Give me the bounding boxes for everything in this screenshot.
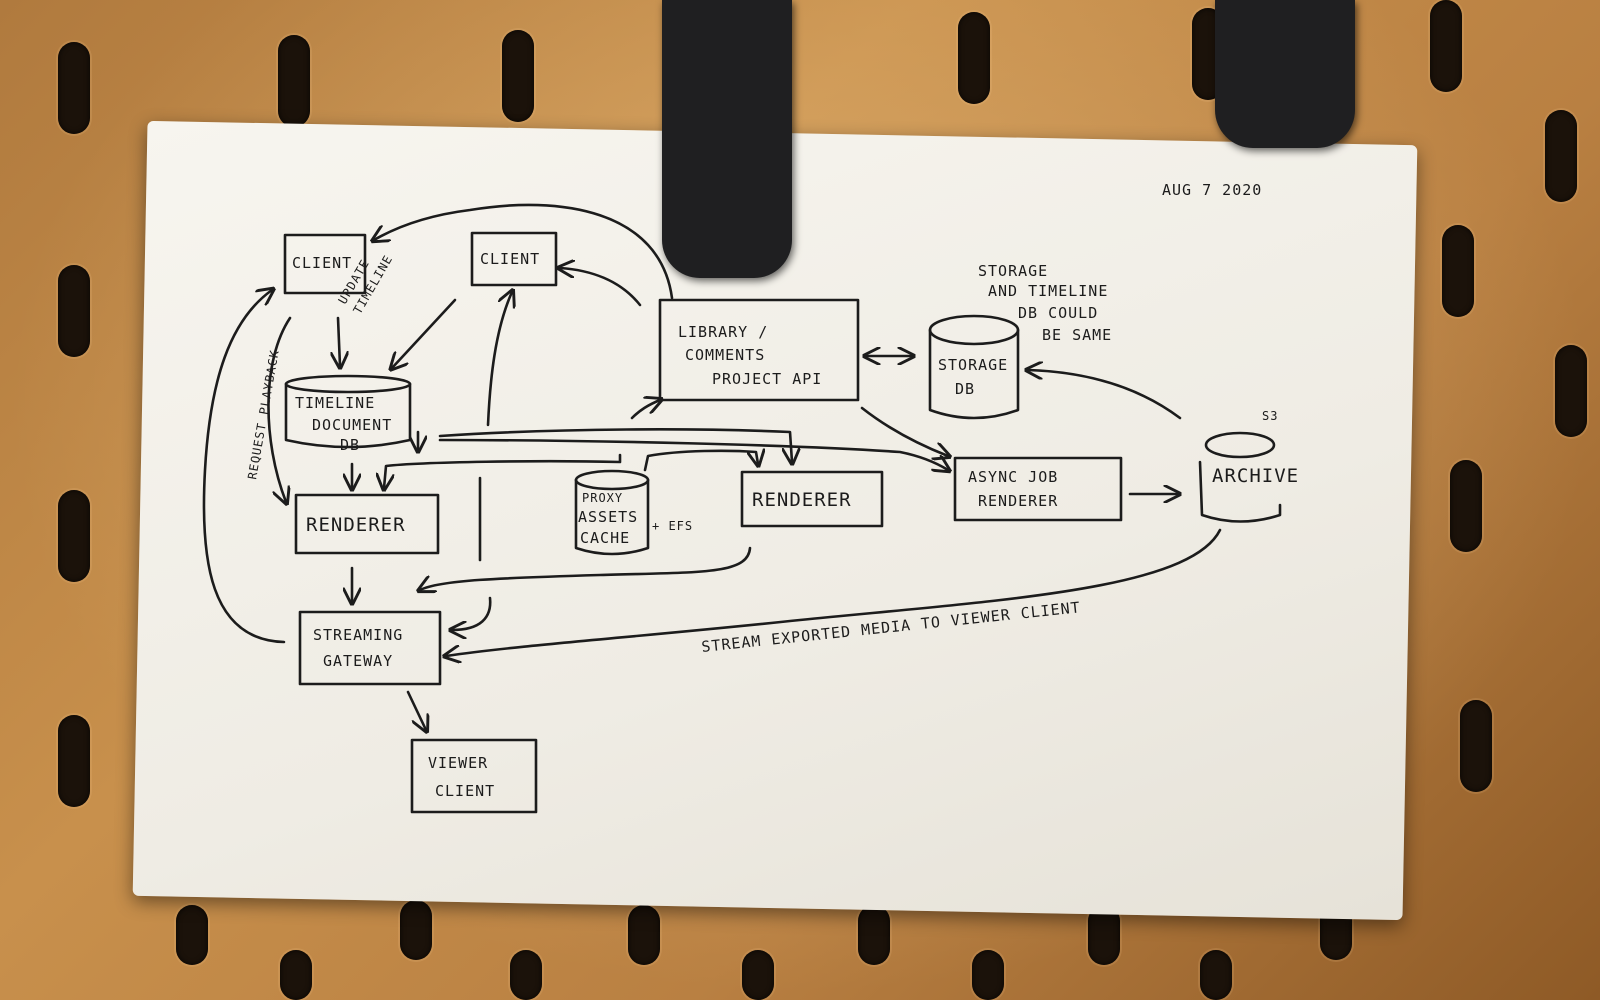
- viewer-client-label: CLIENT: [435, 782, 495, 800]
- edge-cache-to-renderer-left: [384, 455, 620, 488]
- renderer-left-label: RENDERER: [306, 514, 406, 536]
- archive-node: ARCHIVE S3: [1200, 409, 1299, 522]
- proxy-cache-label: CACHE: [580, 529, 630, 547]
- edge-timeline-to-api: [632, 400, 660, 418]
- viewer-client-node: VIEWER CLIENT: [412, 740, 536, 812]
- edge-api-to-async: [862, 408, 948, 456]
- storage-db-node: STORAGE DB: [930, 316, 1018, 418]
- client-mid-node: CLIENT: [472, 233, 556, 285]
- renderer-mid-node: RENDERER: [742, 472, 882, 526]
- note-line: STORAGE: [978, 262, 1048, 280]
- library-api-node: LIBRARY / COMMENTS PROJECT API: [660, 300, 858, 400]
- async-renderer-label: RENDERER: [978, 492, 1058, 510]
- timeline-db-label: DB: [340, 436, 360, 454]
- library-api-label: LIBRARY /: [678, 323, 768, 341]
- note-line: BE SAME: [1042, 326, 1112, 344]
- edge-api-to-client-mid: [560, 268, 640, 305]
- edge-client-mid-to-timeline: [392, 300, 455, 368]
- streaming-gateway-label: GATEWAY: [323, 652, 393, 670]
- efs-label: + EFS: [652, 519, 693, 533]
- archive-label: ARCHIVE: [1212, 465, 1299, 487]
- timeline-db-label: DOCUMENT: [312, 416, 392, 434]
- edge-timeline-to-async: [440, 440, 948, 470]
- note-line: DB COULD: [1018, 304, 1098, 322]
- streaming-gateway-label: STREAMING: [313, 626, 403, 644]
- client-left-label: CLIENT: [292, 254, 352, 272]
- library-api-label: COMMENTS: [685, 346, 765, 364]
- async-renderer-label: ASYNC JOB: [968, 468, 1058, 486]
- stream-exported-label: STREAM EXPORTED MEDIA TO VIEWER CLIENT: [701, 598, 1082, 656]
- timeline-db-label: TIMELINE: [295, 394, 375, 412]
- viewer-client-label: VIEWER: [428, 754, 488, 772]
- client-mid-label: CLIENT: [480, 250, 540, 268]
- library-api-label: PROJECT API: [712, 370, 822, 388]
- edge-cache-to-renderer-mid: [645, 451, 758, 470]
- note-line: AND TIMELINE: [988, 282, 1108, 300]
- edge-gateway-hook: [452, 598, 490, 630]
- date-label: AUG 7 2020: [1162, 181, 1262, 199]
- edge-renderer-mid-to-gateway: [420, 548, 750, 590]
- renderer-left-node: RENDERER: [296, 495, 438, 553]
- edge-playback-return: [204, 290, 284, 642]
- renderer-mid-label: RENDERER: [752, 489, 852, 511]
- proxy-cache-label: PROXY: [582, 491, 623, 505]
- proxy-cache-label: ASSETS: [578, 508, 638, 526]
- async-renderer-node: ASYNC JOB RENDERER: [955, 458, 1121, 520]
- proxy-cache-node: PROXY ASSETS CACHE + EFS: [576, 471, 693, 554]
- edge-archive-to-storage: [1028, 370, 1180, 418]
- s3-label: S3: [1262, 409, 1278, 423]
- streaming-gateway-node: STREAMING GATEWAY: [300, 612, 440, 684]
- edge-gateway-to-viewer: [408, 692, 426, 730]
- storage-db-label: DB: [955, 380, 975, 398]
- storage-db-label: STORAGE: [938, 356, 1008, 374]
- edge-gateway-to-client-mid: [488, 292, 512, 425]
- timeline-db-node: TIMELINE DOCUMENT DB: [286, 376, 410, 454]
- storage-note: STORAGE AND TIMELINE DB COULD BE SAME: [978, 262, 1112, 344]
- request-playback-label: REQUEST PLAYBACK: [245, 348, 282, 480]
- edge-client-to-timeline: [338, 318, 340, 366]
